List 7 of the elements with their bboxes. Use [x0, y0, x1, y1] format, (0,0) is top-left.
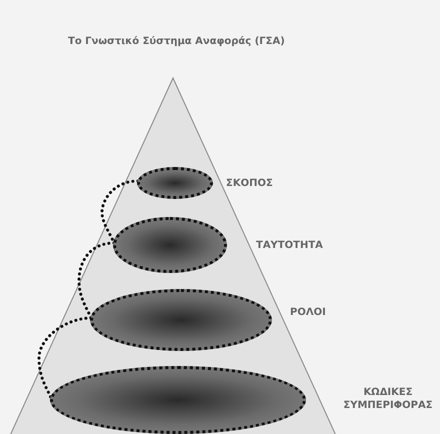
level-label: ΚΩΔΙΚΕΣ ΣΥΜΠΕΡΙΦΟΡΑΣ — [342, 386, 434, 412]
level-label: ΡΟΛΟΙ — [290, 306, 326, 319]
dotted-connector — [78, 242, 116, 320]
title: Το Γνωστικό Σύστημα Αναφοράς (ΓΣΑ) — [68, 36, 285, 47]
dotted-connector — [38, 316, 92, 400]
level-label: ΣΚΟΠΟΣ — [226, 177, 273, 190]
level-label: ΤΑΥΤΟΤΗΤΑ — [256, 239, 323, 252]
